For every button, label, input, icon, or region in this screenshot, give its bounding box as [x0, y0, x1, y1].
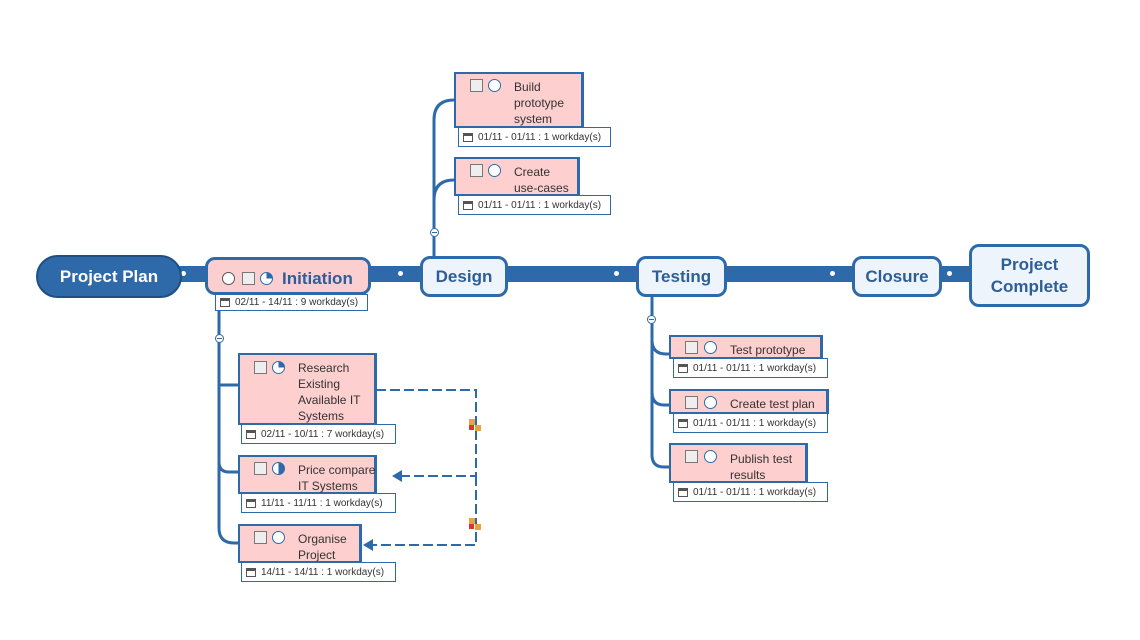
phase-testing[interactable]: Testing	[636, 256, 727, 297]
dependency-link-1	[376, 389, 477, 477]
connector-dot	[614, 271, 619, 276]
date-text: 01/11 - 01/11 : 1 workday(s)	[693, 417, 817, 429]
task-icon	[242, 272, 255, 285]
date-box: 01/11 - 01/11 : 1 workday(s)	[673, 413, 828, 433]
date-box: 02/11 - 14/11 : 9 workday(s)	[215, 294, 368, 311]
connector-dot	[181, 271, 186, 276]
design-branch	[432, 98, 456, 266]
date-text: 11/11 - 11/11 : 1 workday(s)	[261, 497, 383, 509]
date-box: 02/11 - 10/11 : 7 workday(s)	[241, 424, 396, 444]
connector-dot	[830, 271, 835, 276]
collapse-icon[interactable]	[215, 334, 224, 343]
task-build-prototype[interactable]: Build prototype system	[454, 72, 584, 128]
calendar-icon	[463, 132, 473, 142]
dependency-arrow-2	[363, 539, 373, 551]
task-use-cases[interactable]: Create use-cases	[454, 157, 580, 196]
calendar-icon	[678, 363, 688, 373]
phase-label: Testing	[651, 266, 712, 286]
date-box: 01/11 - 01/11 : 1 workday(s)	[458, 127, 611, 147]
calendar-icon	[220, 298, 230, 307]
task-label: Research Existing Available IT Systems	[298, 361, 361, 423]
progress-pie-icon	[272, 361, 285, 374]
phase-initiation[interactable]: Initiation	[205, 257, 371, 295]
phase-design[interactable]: Design	[420, 256, 508, 297]
task-label: Publish test results	[730, 452, 793, 482]
task-label: Test prototype	[730, 343, 806, 357]
dependency-icon	[469, 518, 481, 530]
task-icon	[254, 462, 267, 475]
calendar-icon	[246, 498, 256, 508]
date-box: 01/11 - 01/11 : 1 workday(s)	[458, 195, 611, 215]
phase-closure[interactable]: Closure	[852, 256, 942, 297]
task-price-compare[interactable]: Price compare IT Systems	[238, 455, 377, 494]
collapse-icon[interactable]	[430, 228, 439, 237]
date-box: 14/11 - 14/11 : 1 workday(s)	[241, 562, 396, 582]
task-organise[interactable]: Organise Project	[238, 524, 362, 563]
task-icon	[685, 341, 698, 354]
task-label: Create use-cases	[514, 165, 569, 195]
date-text: 01/11 - 01/11 : 1 workday(s)	[478, 199, 602, 211]
testing-branch	[650, 296, 671, 469]
progress-pie-icon	[260, 272, 273, 285]
date-text: 01/11 - 01/11 : 1 workday(s)	[478, 131, 602, 143]
progress-pie-icon	[272, 462, 285, 475]
collapse-icon[interactable]	[647, 315, 656, 324]
task-test-plan[interactable]: Create test plan	[669, 389, 829, 414]
calendar-icon	[246, 429, 256, 439]
connector-dot	[947, 271, 952, 276]
phase-label: Initiation	[282, 269, 353, 288]
main-spine	[170, 266, 980, 282]
calendar-icon	[678, 487, 688, 497]
task-publish-results[interactable]: Publish test results	[669, 443, 808, 483]
date-text: 14/11 - 14/11 : 1 workday(s)	[261, 566, 385, 578]
progress-pie-icon	[488, 79, 501, 92]
date-box: 01/11 - 01/11 : 1 workday(s)	[673, 358, 828, 378]
progress-pie-icon	[272, 531, 285, 544]
initiation-branch	[217, 296, 240, 545]
root-node[interactable]: Project Plan	[36, 255, 182, 298]
dependency-link-2	[366, 476, 477, 546]
phase-complete[interactable]: Project Complete	[969, 244, 1090, 307]
phase-label: Design	[435, 266, 493, 286]
progress-pie-icon	[704, 341, 717, 354]
task-icon	[254, 531, 267, 544]
date-text: 01/11 - 01/11 : 1 workday(s)	[693, 362, 817, 374]
phase-label: Project Complete	[990, 254, 1069, 296]
date-box: 11/11 - 11/11 : 1 workday(s)	[241, 493, 396, 513]
task-icon	[685, 396, 698, 409]
task-icon	[685, 450, 698, 463]
task-label: Create test plan	[730, 397, 815, 411]
task-research[interactable]: Research Existing Available IT Systems	[238, 353, 377, 425]
task-icon	[470, 164, 483, 177]
calendar-icon	[246, 567, 256, 577]
task-label: Build prototype system	[514, 80, 565, 126]
date-text: 02/11 - 14/11 : 9 workday(s)	[235, 297, 359, 308]
task-icon	[254, 361, 267, 374]
progress-pie-icon	[488, 164, 501, 177]
date-text: 01/11 - 01/11 : 1 workday(s)	[693, 486, 817, 498]
progress-pie-icon	[704, 396, 717, 409]
task-test-prototype[interactable]: Test prototype	[669, 335, 823, 359]
connector-dot	[398, 271, 403, 276]
clock-icon	[222, 272, 235, 285]
dependency-arrow-1	[392, 470, 402, 482]
task-label: Price compare IT Systems	[298, 463, 376, 493]
task-icon	[470, 79, 483, 92]
task-label: Organise Project	[298, 532, 347, 562]
date-text: 02/11 - 10/11 : 7 workday(s)	[261, 428, 385, 440]
phase-label: Closure	[865, 266, 929, 286]
calendar-icon	[463, 200, 473, 210]
calendar-icon	[678, 418, 688, 428]
dependency-icon	[469, 419, 481, 431]
date-box: 01/11 - 01/11 : 1 workday(s)	[673, 482, 828, 502]
progress-pie-icon	[704, 450, 717, 463]
root-label: Project Plan	[59, 266, 159, 286]
